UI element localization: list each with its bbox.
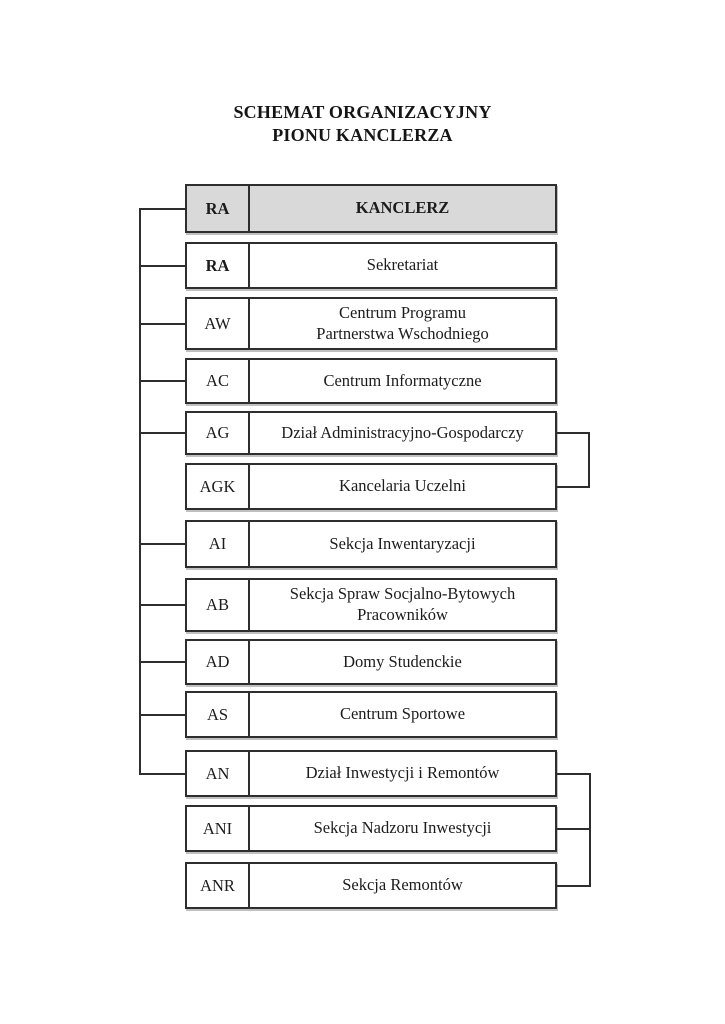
org-row-anr-12: ANR Sekcja Remontów [185, 862, 557, 909]
unit-code: AD [187, 641, 250, 683]
unit-code: RA [187, 244, 250, 287]
right-trunk-an [589, 773, 591, 887]
left-stub-ra-0 [139, 208, 187, 210]
org-row-ag-4: AG Dział Administracyjno-Gospodarczy [185, 411, 557, 455]
left-stub-ab-7 [139, 604, 187, 606]
unit-code: AB [187, 580, 250, 630]
unit-code: AW [187, 299, 250, 348]
unit-name: Sekcja Nadzoru Inwestycji [313, 818, 492, 838]
right-stub-agk [555, 486, 590, 488]
unit-name: Sekcja Inwentaryzacji [329, 533, 476, 553]
left-stub-ag-4 [139, 432, 187, 434]
right-trunk-ag [588, 432, 590, 488]
unit-name: Centrum Programu Partnerstwa Wschodniego [316, 302, 489, 343]
unit-code: ANI [187, 807, 250, 850]
right-stub-anr [555, 885, 591, 887]
org-row-ab-7: AB Sekcja Spraw Socjalno-Bytowych Pracow… [185, 578, 557, 632]
org-row-ani-11: ANI Sekcja Nadzoru Inwestycji [185, 805, 557, 852]
unit-code: AC [187, 360, 250, 402]
unit-code: AS [187, 693, 250, 736]
left-stub-ad-8 [139, 661, 187, 663]
right-stub-ag [555, 432, 590, 434]
left-stub-as-9 [139, 714, 187, 716]
left-stub-an-10 [139, 773, 187, 775]
unit-code: ANR [187, 864, 250, 907]
org-row-ai-6: AI Sekcja Inwentaryzacji [185, 520, 557, 568]
unit-code: AG [187, 413, 250, 453]
unit-name: Sekretariat [366, 255, 439, 275]
left-trunk-line [139, 208, 141, 775]
org-row-ra-1: RA Sekretariat [185, 242, 557, 289]
unit-code: AN [187, 752, 250, 795]
unit-name: Kancelaria Uczelni [339, 476, 466, 496]
unit-name: Dział Inwestycji i Remontów [305, 763, 500, 783]
right-stub-an [555, 773, 591, 775]
unit-name: Centrum Informatyczne [323, 370, 482, 390]
org-row-agk-5: AGK Kancelaria Uczelni [185, 463, 557, 510]
org-row-ac-3: AC Centrum Informatyczne [185, 358, 557, 404]
right-stub-ani [555, 828, 591, 830]
left-stub-ai-6 [139, 543, 187, 545]
chart-title-line-1: SCHEMAT ORGANIZACYJNY [233, 102, 492, 122]
unit-code: AI [187, 522, 250, 566]
unit-code: AGK [187, 465, 250, 508]
org-row-ra-0: RA KANCLERZ [185, 184, 557, 233]
unit-name: Dział Administracyjno-Gospodarczy [281, 422, 524, 442]
left-stub-ac-3 [139, 380, 187, 382]
org-row-aw-2: AW Centrum Programu Partnerstwa Wschodni… [185, 297, 557, 350]
chart-title: SCHEMAT ORGANIZACYJNY PIONU KANCLERZA [0, 101, 725, 147]
org-row-as-9: AS Centrum Sportowe [185, 691, 557, 738]
unit-code: RA [187, 186, 250, 231]
unit-name: Sekcja Remontów [342, 875, 463, 895]
org-row-an-10: AN Dział Inwestycji i Remontów [185, 750, 557, 797]
chart-title-line-2: PIONU KANCLERZA [272, 125, 453, 145]
unit-name: Sekcja Spraw Socjalno-Bytowych Pracownik… [289, 584, 516, 624]
left-stub-ra-1 [139, 265, 187, 267]
unit-name: Centrum Sportowe [339, 704, 466, 724]
org-row-ad-8: AD Domy Studenckie [185, 639, 557, 685]
unit-name: KANCLERZ [355, 198, 450, 218]
left-stub-aw-2 [139, 323, 187, 325]
unit-name: Domy Studenckie [343, 651, 462, 671]
